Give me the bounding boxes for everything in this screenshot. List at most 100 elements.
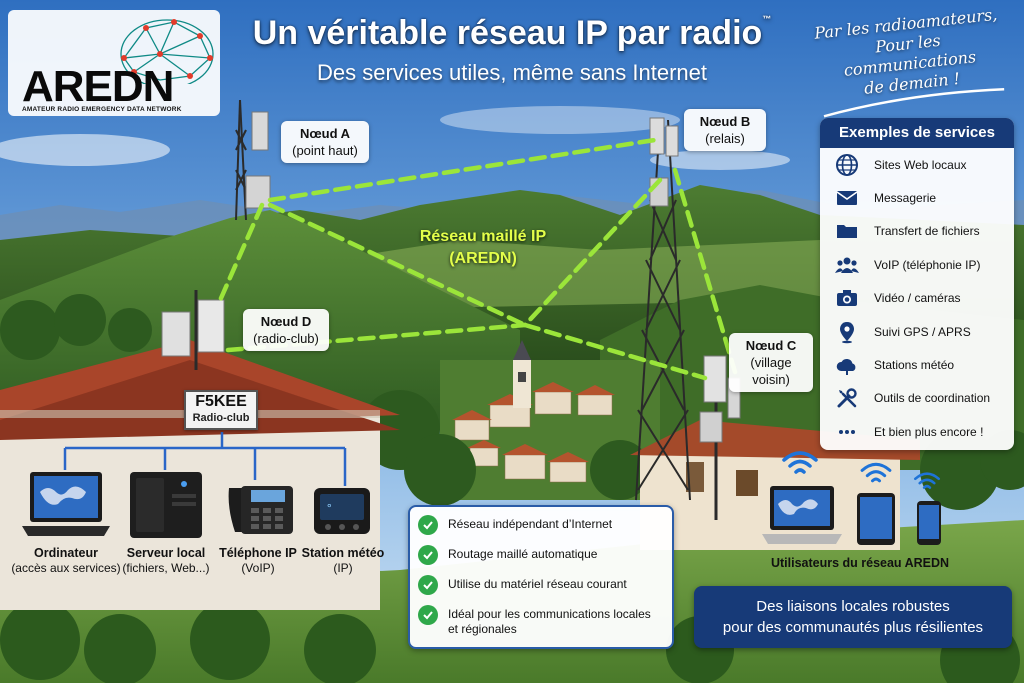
banner-line: Des liaisons locales robustes (756, 598, 950, 615)
tablet-icon (857, 493, 895, 545)
server-icon (130, 472, 202, 538)
device-label-computer: Ordinateur (accès aux services) (8, 546, 124, 576)
service-label: Vidéo / caméras (874, 291, 961, 306)
feature-text: et régionales (448, 622, 517, 636)
cloud-icon (820, 353, 874, 377)
users-label: Utilisateurs du réseau AREDN (770, 556, 950, 570)
mesh-label-line: Réseau maillé IP (419, 228, 547, 245)
camera-icon (820, 286, 874, 310)
check-icon (418, 575, 438, 595)
club-name: Radio-club (192, 412, 250, 424)
ip-phone-icon (228, 486, 293, 534)
users-icon (820, 253, 874, 277)
node-a-callout: Nœud A (point haut) (281, 121, 369, 163)
services-panel: Exemples de services Sites Web locaux Me… (820, 118, 1014, 450)
features-box: Réseau indépendant d’Internet Routage ma… (408, 505, 674, 649)
node-name: Nœud B (699, 114, 751, 129)
service-item: Stations météo (820, 348, 1014, 381)
service-item: VoIP (téléphonie IP) (820, 248, 1014, 281)
location-pin-icon (820, 320, 874, 344)
device-label-weather: Station météo (IP) (300, 546, 386, 576)
node-desc: (village voisin) (750, 355, 792, 387)
swoosh-underline (823, 88, 1005, 118)
node-name: Nœud D (260, 314, 312, 329)
mesh-label-line: (AREDN) (449, 250, 517, 267)
services-list: Sites Web locaux Messagerie Transfert de… (820, 148, 1014, 449)
laptop-icon (22, 472, 110, 536)
page-subtitle: Des services utiles, même sans Internet (316, 60, 708, 85)
page-title-text: Un véritable réseau IP par radio (252, 14, 763, 52)
wifi-icon (913, 472, 941, 489)
aredn-logo: AREDN AMATEUR RADIO EMERGENCY DATA NETWO… (8, 10, 220, 116)
smartphone-icon (917, 501, 941, 545)
node-b-callout: Nœud B (relais) (684, 109, 766, 151)
service-item: Messagerie (820, 181, 1014, 214)
club-sign: F5KEE Radio-club (184, 390, 258, 430)
feature-text: Utilise du matériel réseau courant (448, 577, 627, 591)
mesh-network-label: Réseau maillé IP (AREDN) (408, 226, 558, 270)
feature-item: Utilise du matériel réseau courant (418, 575, 664, 595)
svg-text:°: ° (326, 502, 333, 515)
node-name: Nœud C (745, 338, 797, 353)
check-icon (418, 545, 438, 565)
device-desc: (accès aux services) (11, 561, 121, 575)
node-desc: (relais) (705, 131, 745, 146)
wifi-icon (860, 462, 892, 483)
check-icon (418, 605, 438, 625)
slogan: Par les radioamateurs, Pour les communic… (805, 4, 1014, 124)
device-desc: (VoIP) (241, 561, 275, 575)
service-item: Et bien plus encore ! (820, 415, 1014, 448)
feature-text: Réseau indépendant d’Internet (448, 517, 613, 531)
service-label: Outils de coordination (874, 391, 991, 406)
service-label: Stations météo (874, 358, 955, 373)
node-desc: (radio-club) (253, 331, 319, 346)
folder-icon (820, 219, 874, 243)
weather-station-icon: ° (314, 488, 370, 534)
user-laptop-icon (762, 486, 842, 544)
service-label: Suivi GPS / APRS (874, 324, 971, 339)
trademark-mark: ™ (762, 14, 772, 24)
service-item: Sites Web locaux (820, 148, 1014, 181)
device-desc: (fichiers, Web...) (122, 561, 210, 575)
service-label: Messagerie (874, 191, 937, 206)
node-name: Nœud A (299, 126, 351, 141)
device-name: Téléphone IP (219, 546, 297, 560)
mesh-globe-icon (120, 19, 214, 84)
device-label-server: Serveur local (fichiers, Web...) (118, 546, 214, 576)
page-title: Un véritable réseau IP par radio™ (0, 14, 1024, 53)
device-label-phone: Téléphone IP (VoIP) (216, 546, 300, 576)
wifi-icon (782, 451, 818, 474)
globe-icon (820, 153, 874, 177)
club-callsign: F5KEE (195, 393, 247, 410)
service-label: Sites Web locaux (874, 157, 967, 172)
service-item: Outils de coordination (820, 382, 1014, 415)
service-item: Suivi GPS / APRS (820, 315, 1014, 348)
service-label: Transfert de fichiers (874, 224, 980, 239)
logo-wordmark: AREDN (22, 62, 174, 111)
service-item: Vidéo / caméras (820, 282, 1014, 315)
ellipsis-icon (820, 420, 874, 444)
tools-icon (820, 386, 874, 410)
service-item: Transfert de fichiers (820, 215, 1014, 248)
service-label: VoIP (téléphonie IP) (874, 257, 981, 272)
device-name: Serveur local (126, 546, 206, 560)
device-desc: (IP) (333, 561, 353, 575)
node-c-callout: Nœud C (village voisin) (729, 333, 813, 392)
device-name: Ordinateur (34, 546, 98, 560)
node-d-callout: Nœud D (radio-club) (243, 309, 329, 351)
device-name: Station météo (301, 546, 385, 560)
feature-item: Réseau indépendant d’Internet (418, 515, 664, 535)
node-desc: (point haut) (292, 143, 358, 158)
feature-text: Idéal pour les communications locales (448, 607, 651, 621)
check-icon (418, 515, 438, 535)
services-title: Exemples de services (820, 118, 1014, 148)
service-label: Et bien plus encore ! (874, 424, 984, 439)
logo-tagline: AMATEUR RADIO EMERGENCY DATA NETWORK (22, 106, 182, 113)
banner-line: pour des communautés plus résilientes (722, 619, 984, 636)
resilience-banner: Des liaisons locales robustes pour des c… (694, 586, 1012, 648)
feature-item: Routage maillé automatique (418, 545, 664, 565)
envelope-icon (820, 186, 874, 210)
feature-text: Routage maillé automatique (448, 547, 598, 561)
